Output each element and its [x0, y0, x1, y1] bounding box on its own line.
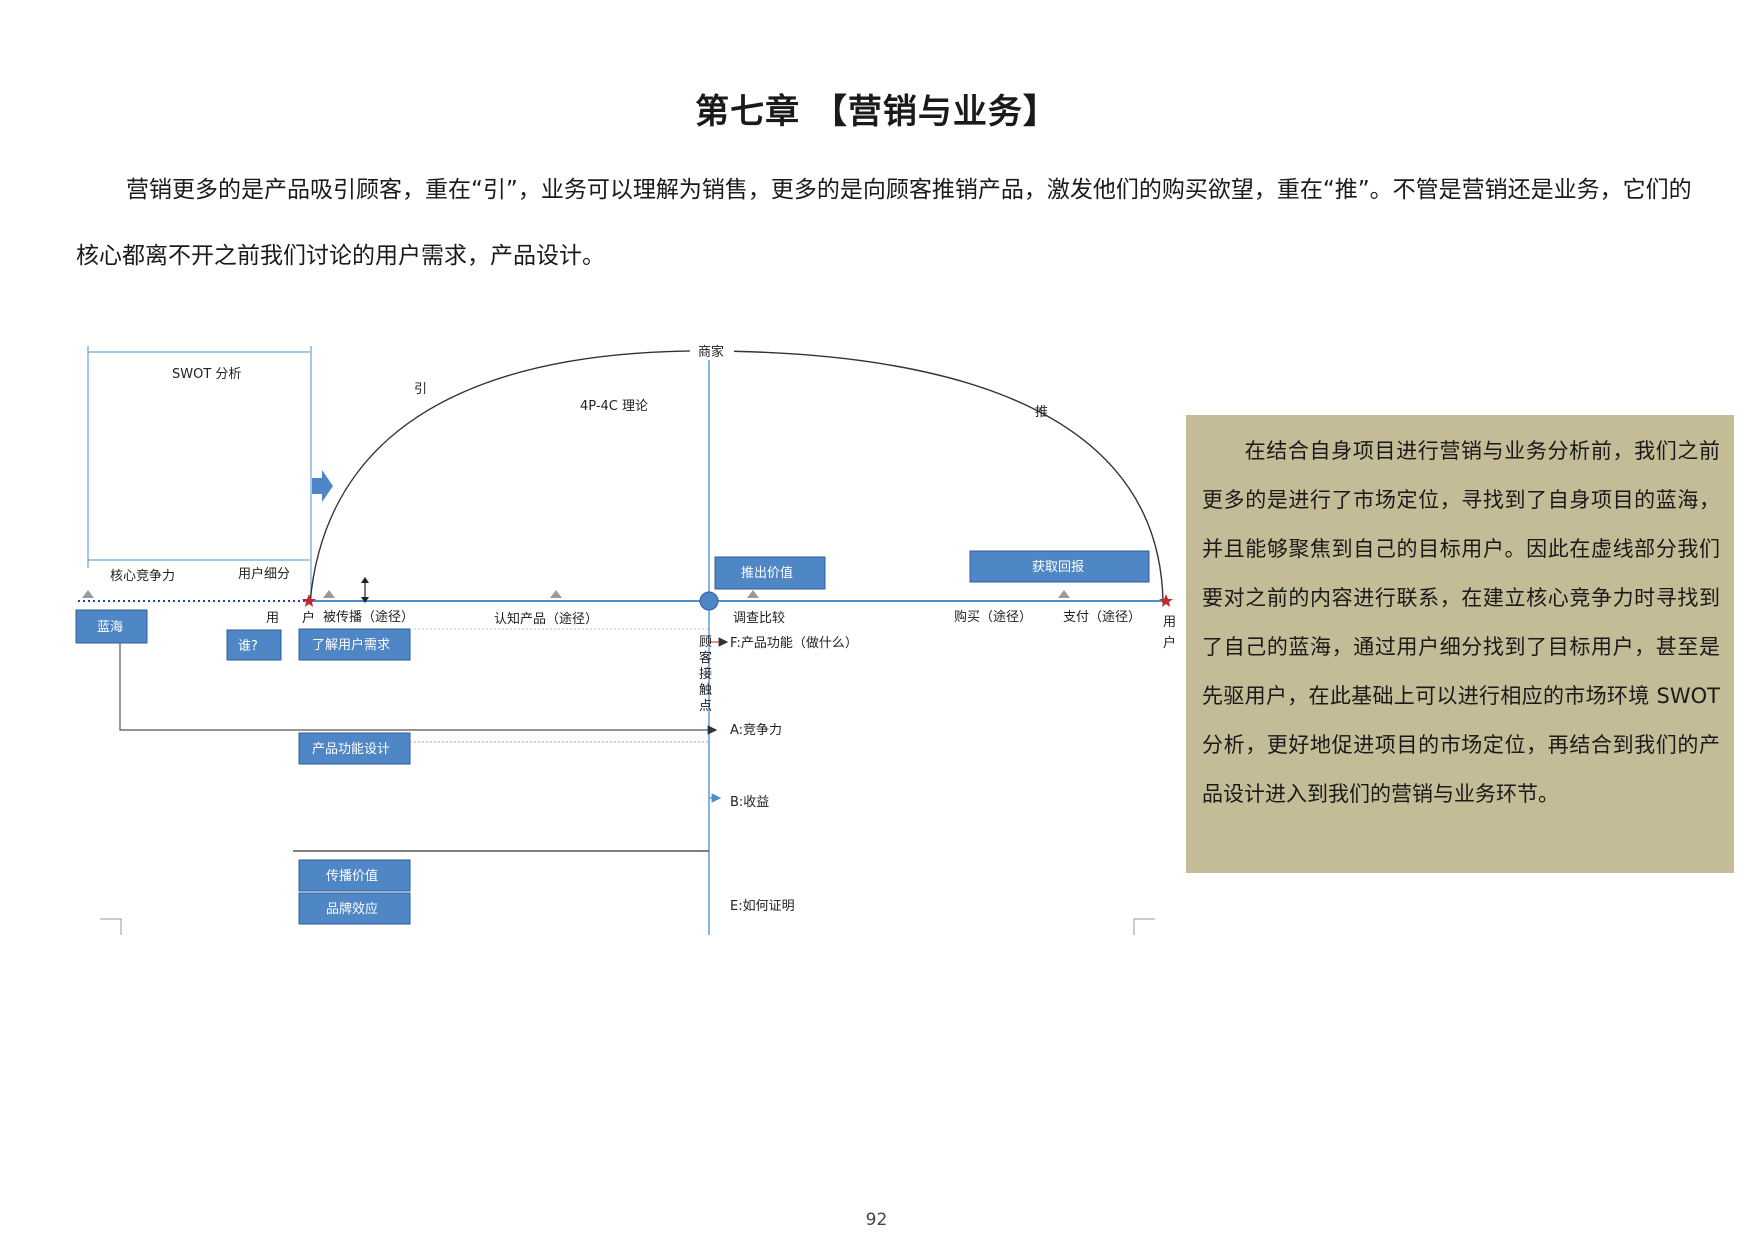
- pay-channel-label: 支付（途径）: [1063, 609, 1141, 625]
- touchpoint-char: 客: [699, 650, 712, 666]
- swot-label: SWOT 分析: [172, 367, 241, 382]
- product-design-box: 产品功能设计: [298, 732, 411, 765]
- spread-value-label: 传播价值: [326, 868, 378, 884]
- user-left-top: 用: [266, 611, 279, 626]
- chapter-title: 第七章 【营销与业务】: [695, 92, 1058, 132]
- brand-effect-label: 品牌效应: [326, 901, 378, 917]
- center-node: [699, 591, 719, 611]
- crop-mark-left: [100, 918, 122, 935]
- intro-text: 营销更多的是产品吸引顾客，重在“引”，业务可以理解为销售，更多的是向顾客推销产品…: [76, 177, 1692, 269]
- blue-ocean-box: 蓝海: [75, 609, 148, 644]
- swot-region: SWOT 分析 核心竞争力 用户细分: [87, 346, 312, 600]
- push-value-label: 推出价值: [741, 565, 793, 581]
- left-star-icon: [302, 594, 316, 607]
- get-return-box: 获取回报: [969, 550, 1150, 583]
- touchpoint-char: 顾: [699, 635, 712, 650]
- axis-markers: [82, 590, 1070, 598]
- sidebar-note: 在结合自身项目进行营销与业务分析前，我们之前更多的是进行了市场定位，寻找到了自身…: [1186, 415, 1734, 873]
- f-label: F:产品功能（做什么）: [730, 636, 858, 651]
- touchpoint-label: 顾 客 接 触 点: [699, 635, 712, 714]
- arc-right-label: 推: [1035, 405, 1048, 420]
- user-right-top: 用: [1163, 615, 1176, 630]
- user-segment-label: 用户细分: [238, 566, 290, 582]
- arc-left-label: 引: [414, 382, 427, 397]
- intro-paragraph: 营销更多的是产品吸引顾客，重在“引”，业务可以理解为销售，更多的是向顾客推销产品…: [76, 157, 1696, 289]
- understand-needs-box: 了解用户需求: [298, 628, 411, 661]
- who-box: 谁?: [226, 629, 282, 661]
- page-number: 92: [865, 1210, 888, 1230]
- touchpoint-char: 点: [699, 699, 712, 714]
- blue-arrow-icon: [312, 470, 333, 502]
- compare-label: 调查比较: [733, 611, 785, 626]
- user-right-bottom: 户: [1163, 635, 1176, 651]
- user-left-bottom: 户: [302, 610, 315, 626]
- blue-ocean-connector: [119, 643, 718, 735]
- buy-channel-label: 购买（途径）: [954, 609, 1032, 625]
- core-competence-label: 核心竞争力: [110, 568, 175, 584]
- who-label: 谁?: [238, 639, 258, 654]
- touchpoint-char: 触: [699, 683, 712, 698]
- understand-needs-label: 了解用户需求: [312, 637, 390, 653]
- brand-effect-box: 品牌效应: [298, 892, 411, 925]
- push-value-box: 推出价值: [714, 556, 826, 590]
- get-return-label: 获取回报: [1032, 560, 1084, 575]
- merchant-label: 商家: [698, 344, 724, 360]
- spread-value-box: 传播价值: [298, 859, 411, 892]
- crop-mark-right: [1133, 918, 1155, 935]
- product-design-label: 产品功能设计: [312, 742, 390, 757]
- touchpoint-char: 接: [699, 666, 712, 682]
- sidebar-text: 在结合自身项目进行营销与业务分析前，我们之前更多的是进行了市场定位，寻找到了自身…: [1202, 427, 1720, 819]
- b-label: B:收益: [730, 795, 769, 810]
- sidebar-body: 在结合自身项目进行营销与业务分析前，我们之前更多的是进行了市场定位，寻找到了自身…: [1202, 439, 1720, 806]
- double-arrow-icon: [361, 577, 369, 603]
- cognition-channel-label: 认知产品（途径）: [494, 611, 598, 627]
- right-star-icon: [1159, 594, 1173, 607]
- e-label: E:如何证明: [730, 898, 795, 914]
- theory-label: 4P-4C 理论: [580, 399, 648, 414]
- spread-channel-label: 被传播（途径）: [323, 609, 414, 625]
- blue-ocean-label: 蓝海: [97, 620, 123, 635]
- a-label: A:竞争力: [730, 722, 782, 738]
